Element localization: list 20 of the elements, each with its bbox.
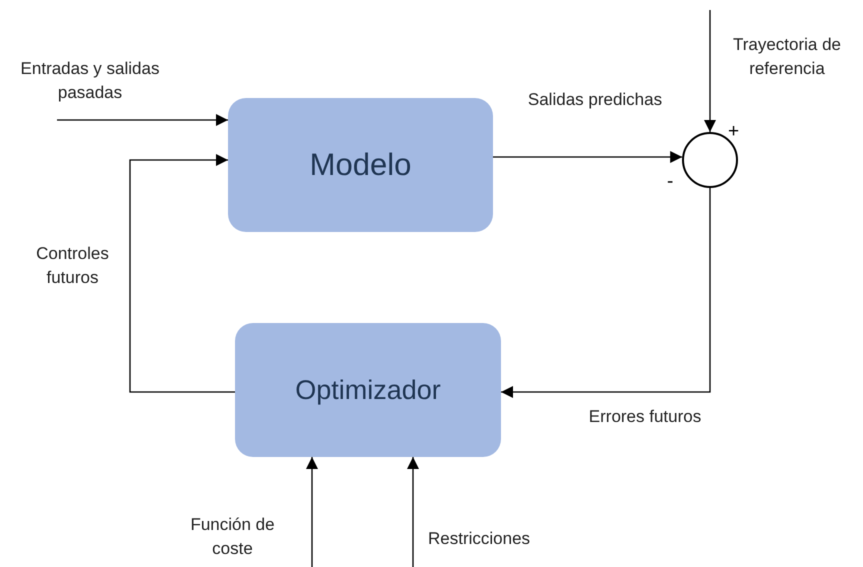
process-box — [228, 98, 493, 232]
arrow — [407, 457, 419, 567]
arrow — [704, 10, 716, 132]
edge-label: Restricciones — [428, 528, 532, 550]
edge-label: Trayectoria de referencia — [732, 34, 842, 80]
edge-label: Salidas predichas — [526, 89, 664, 111]
edge-label: Controles futuros — [35, 243, 110, 289]
arrow — [501, 188, 711, 398]
edge-label: Errores futuros — [588, 406, 702, 428]
arrow — [493, 151, 682, 163]
sign-label: + — [728, 122, 740, 142]
process-box — [235, 323, 501, 457]
arrow — [57, 114, 228, 126]
box-title: Optimizador — [295, 374, 441, 406]
edge-label: Función de coste — [189, 514, 276, 560]
arrow — [306, 457, 318, 567]
edge-label: Entradas y salidas pasadas — [20, 58, 160, 104]
sign-label: - — [667, 172, 674, 192]
box-title: Modelo — [310, 147, 412, 183]
arrow — [129, 154, 235, 393]
